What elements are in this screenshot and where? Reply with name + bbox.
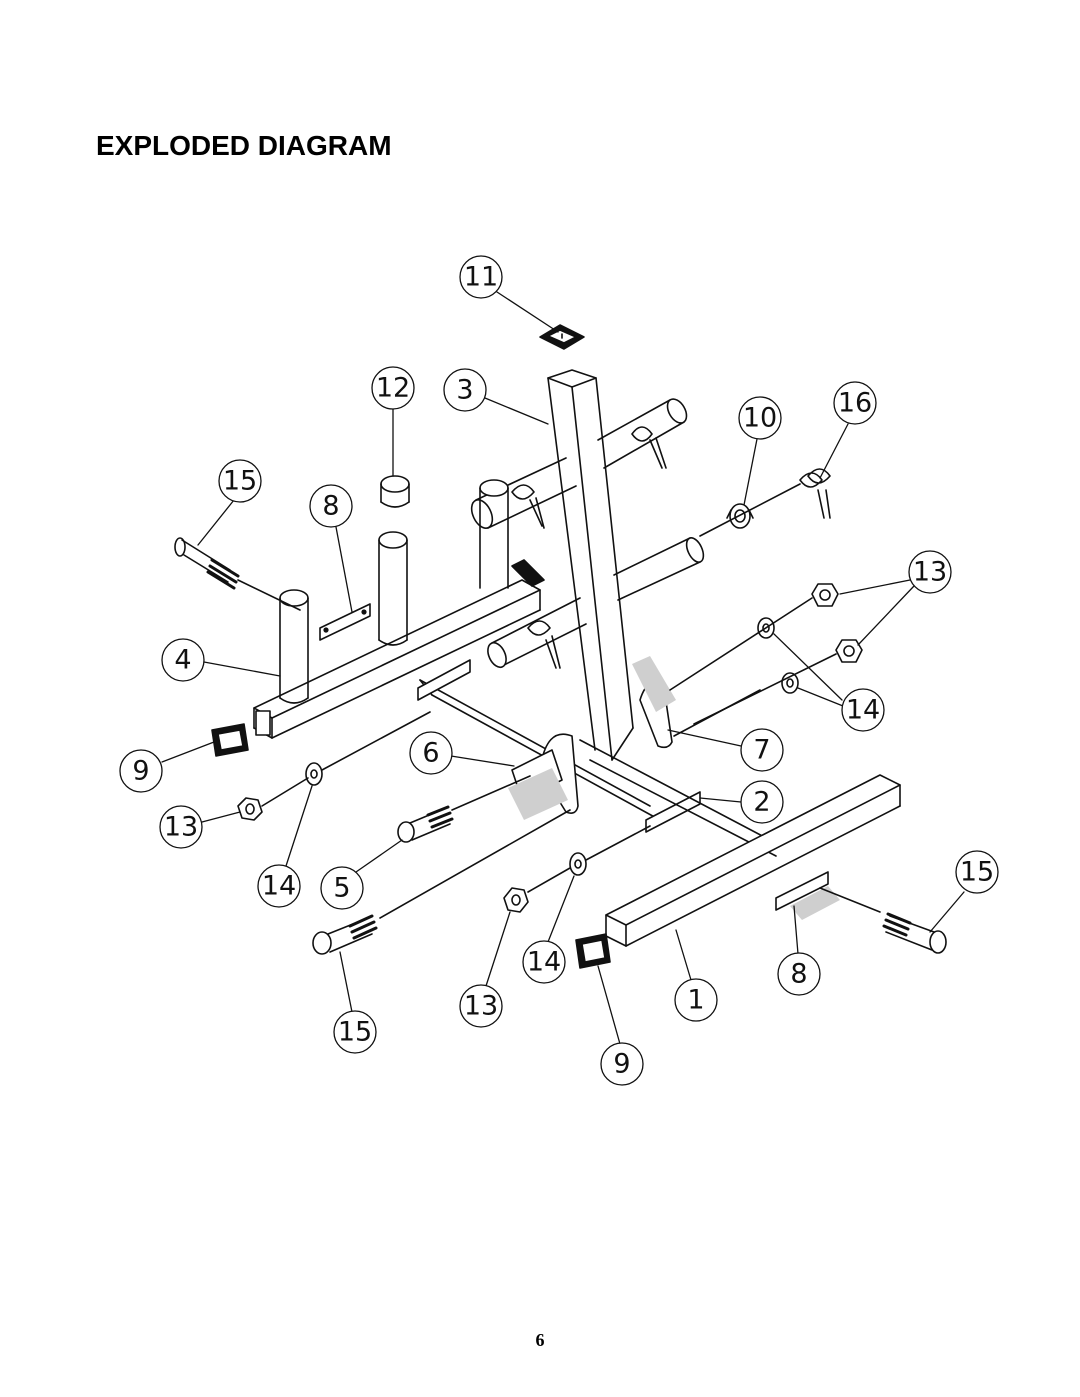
callout-13-bottom: 13 [459, 911, 511, 1028]
part-14-washer-left [305, 762, 323, 786]
callout-14-left: 14 [257, 785, 313, 908]
part-13-nut-left [237, 797, 263, 821]
svg-text:14: 14 [527, 947, 561, 978]
part-16-spring-clip [799, 468, 831, 519]
svg-text:15: 15 [223, 466, 257, 497]
callout-10: 10 [738, 396, 782, 506]
svg-text:8: 8 [322, 491, 339, 522]
callout-6: 6 [409, 731, 515, 775]
svg-text:15: 15 [960, 857, 994, 888]
svg-text:14: 14 [846, 695, 880, 726]
part-15-bolt-bottom-left [312, 914, 378, 955]
part-11-end-cap [539, 324, 585, 350]
callout-11: 11 [459, 255, 559, 333]
svg-text:14: 14 [262, 871, 296, 902]
spring-clips [511, 426, 667, 669]
vertical-peg-rear [479, 479, 509, 589]
callout-8-left: 8 [309, 484, 353, 613]
svg-text:5: 5 [333, 873, 350, 904]
callout-15-right: 15 [929, 850, 999, 933]
callout-3: 3 [443, 368, 549, 425]
svg-text:3: 3 [456, 375, 473, 406]
part-8-plate-right [775, 871, 840, 920]
page-title: EXPLODED DIAGRAM [96, 130, 392, 161]
part-13-nut-right-lower [835, 639, 863, 663]
part-9-end-cap-left [211, 723, 249, 757]
part-9-end-cap-rear [511, 559, 545, 587]
part-9-end-cap-right [575, 933, 611, 969]
svg-text:16: 16 [838, 388, 872, 419]
callout-5: 5 [320, 839, 403, 910]
svg-text:8: 8 [790, 959, 807, 990]
part-1-right-base [605, 774, 901, 947]
svg-text:7: 7 [753, 735, 770, 766]
svg-text:15: 15 [338, 1017, 372, 1048]
callout-9-bottom: 9 [597, 965, 644, 1086]
upright-base-bar [579, 739, 777, 857]
vertical-peg-middle [378, 531, 408, 646]
svg-text:4: 4 [174, 645, 191, 676]
page-number: 6 [535, 1330, 545, 1350]
callout-2: 2 [699, 780, 784, 824]
svg-text:1: 1 [687, 985, 704, 1016]
axis-horn-exploded [699, 483, 801, 537]
assembly-axis-lines [237, 579, 881, 919]
vertical-peg-left [279, 589, 309, 704]
callout-13-right: 13 [839, 550, 952, 646]
part-3-upright-post [547, 369, 634, 761]
callout-4: 4 [161, 638, 281, 682]
callout-9-left: 9 [119, 741, 215, 793]
callout-15-bottom: 15 [333, 951, 377, 1054]
callout-14-right: 14 [773, 633, 885, 732]
callout-8-right: 8 [777, 905, 821, 996]
svg-text:13: 13 [913, 557, 947, 588]
part-12-peg-cap [380, 475, 410, 508]
part-14-washer-bottom [569, 852, 587, 876]
part-15-bolt-top-left [174, 537, 240, 590]
part-7-bracket [632, 656, 676, 749]
part-5-bolt [397, 805, 454, 843]
svg-text:11: 11 [464, 262, 498, 293]
svg-text:10: 10 [743, 403, 777, 434]
callout-1: 1 [674, 929, 718, 1022]
svg-text:12: 12 [376, 373, 410, 404]
part-13-nut-bottom [503, 887, 529, 913]
part-6-bracket [508, 733, 579, 820]
svg-text:13: 13 [464, 991, 498, 1022]
callout-16: 16 [819, 381, 877, 479]
svg-text:6: 6 [422, 738, 439, 769]
weight-horn-upper-left [470, 457, 577, 529]
weight-horn-middle-right [613, 537, 705, 601]
svg-text:2: 2 [753, 787, 770, 818]
callout-15-top: 15 [197, 459, 262, 546]
svg-text:9: 9 [132, 756, 149, 787]
callout-7: 7 [667, 728, 784, 772]
part-4-left-base [253, 579, 541, 739]
weight-horn-upper-right [597, 398, 688, 469]
weight-horn-lower-left [487, 597, 587, 669]
svg-text:9: 9 [613, 1049, 630, 1080]
part-15-bolt-right [882, 912, 947, 954]
svg-text:13: 13 [164, 812, 198, 843]
callout-13-left: 13 [159, 805, 241, 849]
callout-14-bottom: 14 [522, 875, 575, 984]
part-13-nut-right-upper [811, 583, 839, 607]
part-8-plate-left [319, 603, 371, 641]
callout-12: 12 [371, 366, 415, 477]
